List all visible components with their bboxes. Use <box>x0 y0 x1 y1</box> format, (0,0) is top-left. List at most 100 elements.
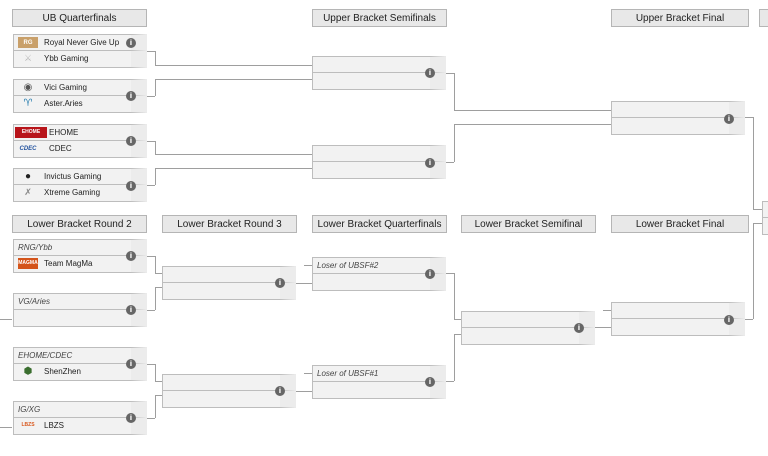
match-lb-qf-2[interactable]: Loser of UBSF#1 <box>312 365 446 399</box>
team-magma-logo: MAGMA <box>18 258 38 269</box>
rng-logo: RG <box>18 37 38 48</box>
match-ub-qf-1[interactable]: RG Royal Never Give Up ⚔ Ybb Gaming <box>13 34 147 68</box>
match-info-icon[interactable]: i <box>126 305 136 315</box>
aster-aries-logo: ♈ <box>23 98 33 109</box>
team-slot[interactable] <box>762 201 768 218</box>
team-slot[interactable] <box>162 266 296 283</box>
match-info-icon[interactable]: i <box>724 114 734 124</box>
match-info-icon[interactable]: i <box>574 323 584 333</box>
team-slot[interactable] <box>13 310 147 327</box>
match-ub-qf-2[interactable]: ◉ Vici Gaming ♈ Aster.Aries <box>13 79 147 113</box>
team-slot[interactable]: ● Invictus Gaming <box>13 168 147 185</box>
match-lb-sf[interactable] <box>461 311 595 345</box>
match-lb-r2-1[interactable]: RNG/Ybb MAGMA Team MagMa <box>13 239 147 273</box>
team-slot[interactable]: LBZS LBZS <box>13 418 147 435</box>
team-name: RNG/Ybb <box>18 243 53 252</box>
match-ub-qf-3[interactable]: EHOME EHOME CDEC CDEC <box>13 124 147 158</box>
team-slot[interactable]: EHOME/CDEC <box>13 347 147 364</box>
header-ub-quarterfinals: UB Quarterfinals <box>12 9 147 27</box>
team-slot[interactable] <box>611 302 745 319</box>
match-lb-r2-2[interactable]: VG/Aries <box>13 293 147 327</box>
match-lb-r3-1[interactable] <box>162 266 296 300</box>
match-info-icon[interactable]: i <box>126 91 136 101</box>
match-info-icon[interactable]: i <box>425 377 435 387</box>
team-slot[interactable] <box>162 283 296 300</box>
match-info-icon[interactable]: i <box>126 413 136 423</box>
team-slot[interactable]: MAGMA Team MagMa <box>13 256 147 273</box>
match-lb-qf-1[interactable]: Loser of UBSF#2 <box>312 257 446 291</box>
team-slot[interactable]: RNG/Ybb <box>13 239 147 256</box>
team-name: ShenZhen <box>44 367 81 376</box>
team-slot[interactable]: ⚔ Ybb Gaming <box>13 51 147 68</box>
header-lower-bracket-semifinal: Lower Bracket Semifinal <box>461 215 596 233</box>
team-slot[interactable]: ♈ Aster.Aries <box>13 96 147 113</box>
team-slot[interactable]: EHOME EHOME <box>13 124 147 141</box>
team-slot[interactable]: VG/Aries <box>13 293 147 310</box>
team-name: Ybb Gaming <box>44 54 89 63</box>
header-grand-final <box>759 9 768 27</box>
invictus-gaming-logo: ● <box>24 171 32 182</box>
match-ub-final[interactable] <box>611 101 745 135</box>
team-name: Loser of UBSF#1 <box>317 369 379 378</box>
team-name: VG/Aries <box>18 297 51 306</box>
match-lb-r2-3[interactable]: EHOME/CDEC ⬢ ShenZhen <box>13 347 147 381</box>
team-slot[interactable] <box>312 145 446 162</box>
header-upper-bracket-semifinals: Upper Bracket Semifinals <box>312 9 447 27</box>
match-info-icon[interactable]: i <box>724 315 734 325</box>
team-slot[interactable]: RG Royal Never Give Up <box>13 34 147 51</box>
team-slot[interactable]: ✗ Xtreme Gaming <box>13 185 147 202</box>
team-slot[interactable] <box>312 162 446 179</box>
match-info-icon[interactable]: i <box>275 386 285 396</box>
team-slot[interactable] <box>762 218 768 235</box>
match-info-icon[interactable]: i <box>126 136 136 146</box>
match-info-icon[interactable]: i <box>425 68 435 78</box>
team-slot[interactable] <box>312 382 446 399</box>
team-slot[interactable]: ⬢ ShenZhen <box>13 364 147 381</box>
team-slot[interactable]: IG/XG <box>13 401 147 418</box>
team-slot[interactable] <box>312 73 446 90</box>
match-ub-sf-1[interactable] <box>312 56 446 90</box>
match-info-icon[interactable]: i <box>275 278 285 288</box>
cdec-logo: CDEC <box>19 145 37 152</box>
team-slot[interactable]: Loser of UBSF#2 <box>312 257 446 274</box>
team-slot[interactable]: Loser of UBSF#1 <box>312 365 446 382</box>
team-slot[interactable] <box>162 374 296 391</box>
match-lb-r3-2[interactable] <box>162 374 296 408</box>
team-slot[interactable] <box>611 319 745 336</box>
header-lower-bracket-final: Lower Bracket Final <box>611 215 749 233</box>
team-slot[interactable] <box>312 56 446 73</box>
header-upper-bracket-final: Upper Bracket Final <box>611 9 749 27</box>
match-info-icon[interactable]: i <box>126 251 136 261</box>
match-info-icon[interactable]: i <box>425 158 435 168</box>
team-name: Invictus Gaming <box>44 172 102 181</box>
team-name: Royal Never Give Up <box>44 38 120 47</box>
team-slot[interactable]: ◉ Vici Gaming <box>13 79 147 96</box>
match-grand-final[interactable] <box>762 201 768 235</box>
match-info-icon[interactable]: i <box>425 269 435 279</box>
header-lower-bracket-quarterfinals: Lower Bracket Quarterfinals <box>312 215 447 233</box>
match-lb-final[interactable] <box>611 302 745 336</box>
team-slot[interactable] <box>611 118 745 135</box>
team-name: Vici Gaming <box>44 83 87 92</box>
team-slot[interactable]: CDEC CDEC <box>13 141 147 158</box>
header-lower-bracket-round-3: Lower Bracket Round 3 <box>162 215 297 233</box>
team-name: Loser of UBSF#2 <box>317 261 379 270</box>
team-name: LBZS <box>44 421 65 430</box>
team-slot[interactable] <box>461 328 595 345</box>
match-lb-r2-4[interactable]: IG/XG LBZS LBZS <box>13 401 147 435</box>
match-ub-qf-4[interactable]: ● Invictus Gaming ✗ Xtreme Gaming <box>13 168 147 202</box>
ehome-logo: EHOME <box>15 127 47 138</box>
header-lower-bracket-round-2: Lower Bracket Round 2 <box>12 215 147 233</box>
lbzs-logo: LBZS <box>21 422 35 428</box>
team-slot[interactable] <box>312 274 446 291</box>
team-name: Team MagMa <box>44 259 93 268</box>
match-ub-sf-2[interactable] <box>312 145 446 179</box>
match-info-icon[interactable]: i <box>126 181 136 191</box>
team-slot[interactable] <box>611 101 745 118</box>
team-slot[interactable] <box>162 391 296 408</box>
match-info-icon[interactable]: i <box>126 38 136 48</box>
team-name: EHOME/CDEC <box>18 351 73 360</box>
team-slot[interactable] <box>461 311 595 328</box>
match-info-icon[interactable]: i <box>126 359 136 369</box>
xtreme-gaming-logo: ✗ <box>24 187 32 197</box>
